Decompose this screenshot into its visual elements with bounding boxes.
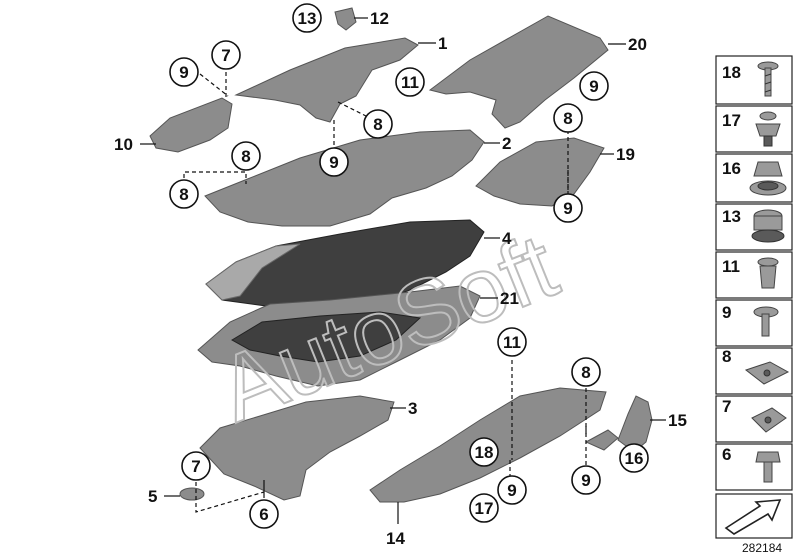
circled-callout-11: 11 [395, 67, 425, 97]
speed-nut-icon [744, 361, 790, 385]
part-2-underbody-panel [204, 129, 485, 227]
circled-callout-8: 8 [231, 141, 261, 171]
circled-callout-8: 8 [363, 109, 393, 139]
svg-text:9: 9 [329, 153, 338, 172]
callout-1: 1 [438, 34, 447, 53]
dashed-leader-7b6 [195, 482, 265, 513]
callout-12: 12 [370, 9, 389, 28]
legend-item-7: 7 [715, 395, 793, 443]
part-5-plug [179, 487, 205, 501]
circled-callout-9: 9 [169, 57, 199, 87]
part-12-bracket [334, 7, 357, 31]
svg-text:17: 17 [722, 111, 741, 130]
circled-callout-11: 11 [497, 327, 527, 357]
doc-number: 282184 [742, 541, 782, 555]
callout-20: 20 [628, 35, 647, 54]
svg-text:8: 8 [179, 185, 188, 204]
svg-text:8: 8 [241, 147, 250, 166]
circled-callout-9: 9 [571, 465, 601, 495]
flanged-screw-icon [753, 306, 779, 337]
part-21-dark-inner [231, 311, 422, 363]
svg-text:8: 8 [722, 347, 731, 366]
grommet-icon [751, 209, 785, 243]
svg-text:13: 13 [722, 207, 741, 226]
plastic-rivet-icon [757, 257, 779, 289]
screw-icon [757, 61, 779, 97]
callout-5: 5 [148, 487, 157, 506]
callout-19: 19 [616, 145, 635, 164]
svg-text:9: 9 [589, 77, 598, 96]
circled-callout-7: 7 [211, 40, 241, 70]
svg-text:9: 9 [563, 199, 572, 218]
clip-nut-icon [751, 407, 787, 433]
hardware-legend: 18 17 16 [715, 55, 793, 539]
legend-item-17: 17 [715, 105, 793, 153]
hex-bolt-icon [755, 451, 781, 483]
callout-4: 4 [502, 229, 512, 248]
svg-text:11: 11 [503, 333, 521, 352]
legend-item-13: 13 [715, 203, 793, 251]
svg-text:16: 16 [625, 449, 644, 468]
svg-text:17: 17 [475, 499, 494, 518]
circled-callout-16: 16 [619, 443, 649, 473]
svg-text:11: 11 [401, 73, 419, 92]
circled-callout-8: 8 [169, 179, 199, 209]
callout-21: 21 [500, 289, 519, 308]
svg-text:7: 7 [221, 46, 230, 65]
part-20-shield [428, 15, 609, 129]
part-10-cover [149, 97, 233, 153]
svg-text:6: 6 [722, 445, 731, 464]
circled-callout-8: 8 [553, 103, 583, 133]
circled-callout-9: 9 [497, 475, 527, 505]
svg-text:9: 9 [581, 471, 590, 490]
circled-callout-17: 17 [469, 493, 499, 523]
navigation-arrow-icon [724, 499, 782, 535]
circled-callout-9: 9 [319, 147, 349, 177]
dashed-leader-8a [337, 101, 367, 117]
legend-item-8: 8 [715, 347, 793, 395]
expanding-rivet-icon [755, 111, 781, 147]
callout-14: 14 [386, 529, 405, 548]
circled-callout-9: 9 [579, 71, 609, 101]
dashed-leader-9a [199, 73, 229, 97]
part-4-underbody-shield-face [205, 243, 301, 301]
legend-item-6: 6 [715, 443, 793, 491]
hex-nut-icon [749, 161, 787, 196]
svg-text:7: 7 [191, 457, 200, 476]
dashed-leader-8bc [183, 171, 247, 184]
svg-text:13: 13 [298, 9, 317, 28]
circled-callout-18: 18 [469, 437, 499, 467]
svg-text:16: 16 [722, 159, 741, 178]
navigation-arrow-box[interactable] [715, 493, 793, 539]
svg-text:18: 18 [722, 63, 741, 82]
legend-item-9: 9 [715, 299, 793, 347]
part-19-panel [475, 137, 605, 207]
svg-text:8: 8 [563, 109, 572, 128]
callout-2: 2 [502, 134, 511, 153]
circled-callout-8: 8 [571, 357, 601, 387]
svg-text:8: 8 [373, 115, 382, 134]
circled-callout-7: 7 [181, 451, 211, 481]
legend-item-18: 18 [715, 55, 793, 105]
callout-3: 3 [408, 399, 417, 418]
svg-text:18: 18 [475, 443, 494, 462]
legend-item-11: 11 [715, 251, 793, 299]
part-16-bracket [584, 429, 619, 451]
legend-item-16: 16 [715, 153, 793, 203]
callout-15: 15 [668, 411, 687, 430]
part-1-underbody-panel [234, 37, 419, 123]
callout-10: 10 [114, 135, 133, 154]
svg-text:7: 7 [722, 397, 731, 416]
svg-text:9: 9 [179, 63, 188, 82]
svg-text:9: 9 [722, 303, 731, 322]
svg-text:8: 8 [581, 363, 590, 382]
svg-text:9: 9 [507, 481, 516, 500]
svg-text:6: 6 [259, 505, 268, 524]
circled-callout-9: 9 [553, 193, 583, 223]
svg-text:11: 11 [722, 257, 740, 276]
circled-callout-6: 6 [249, 499, 279, 529]
circled-callout-13: 13 [292, 3, 322, 33]
